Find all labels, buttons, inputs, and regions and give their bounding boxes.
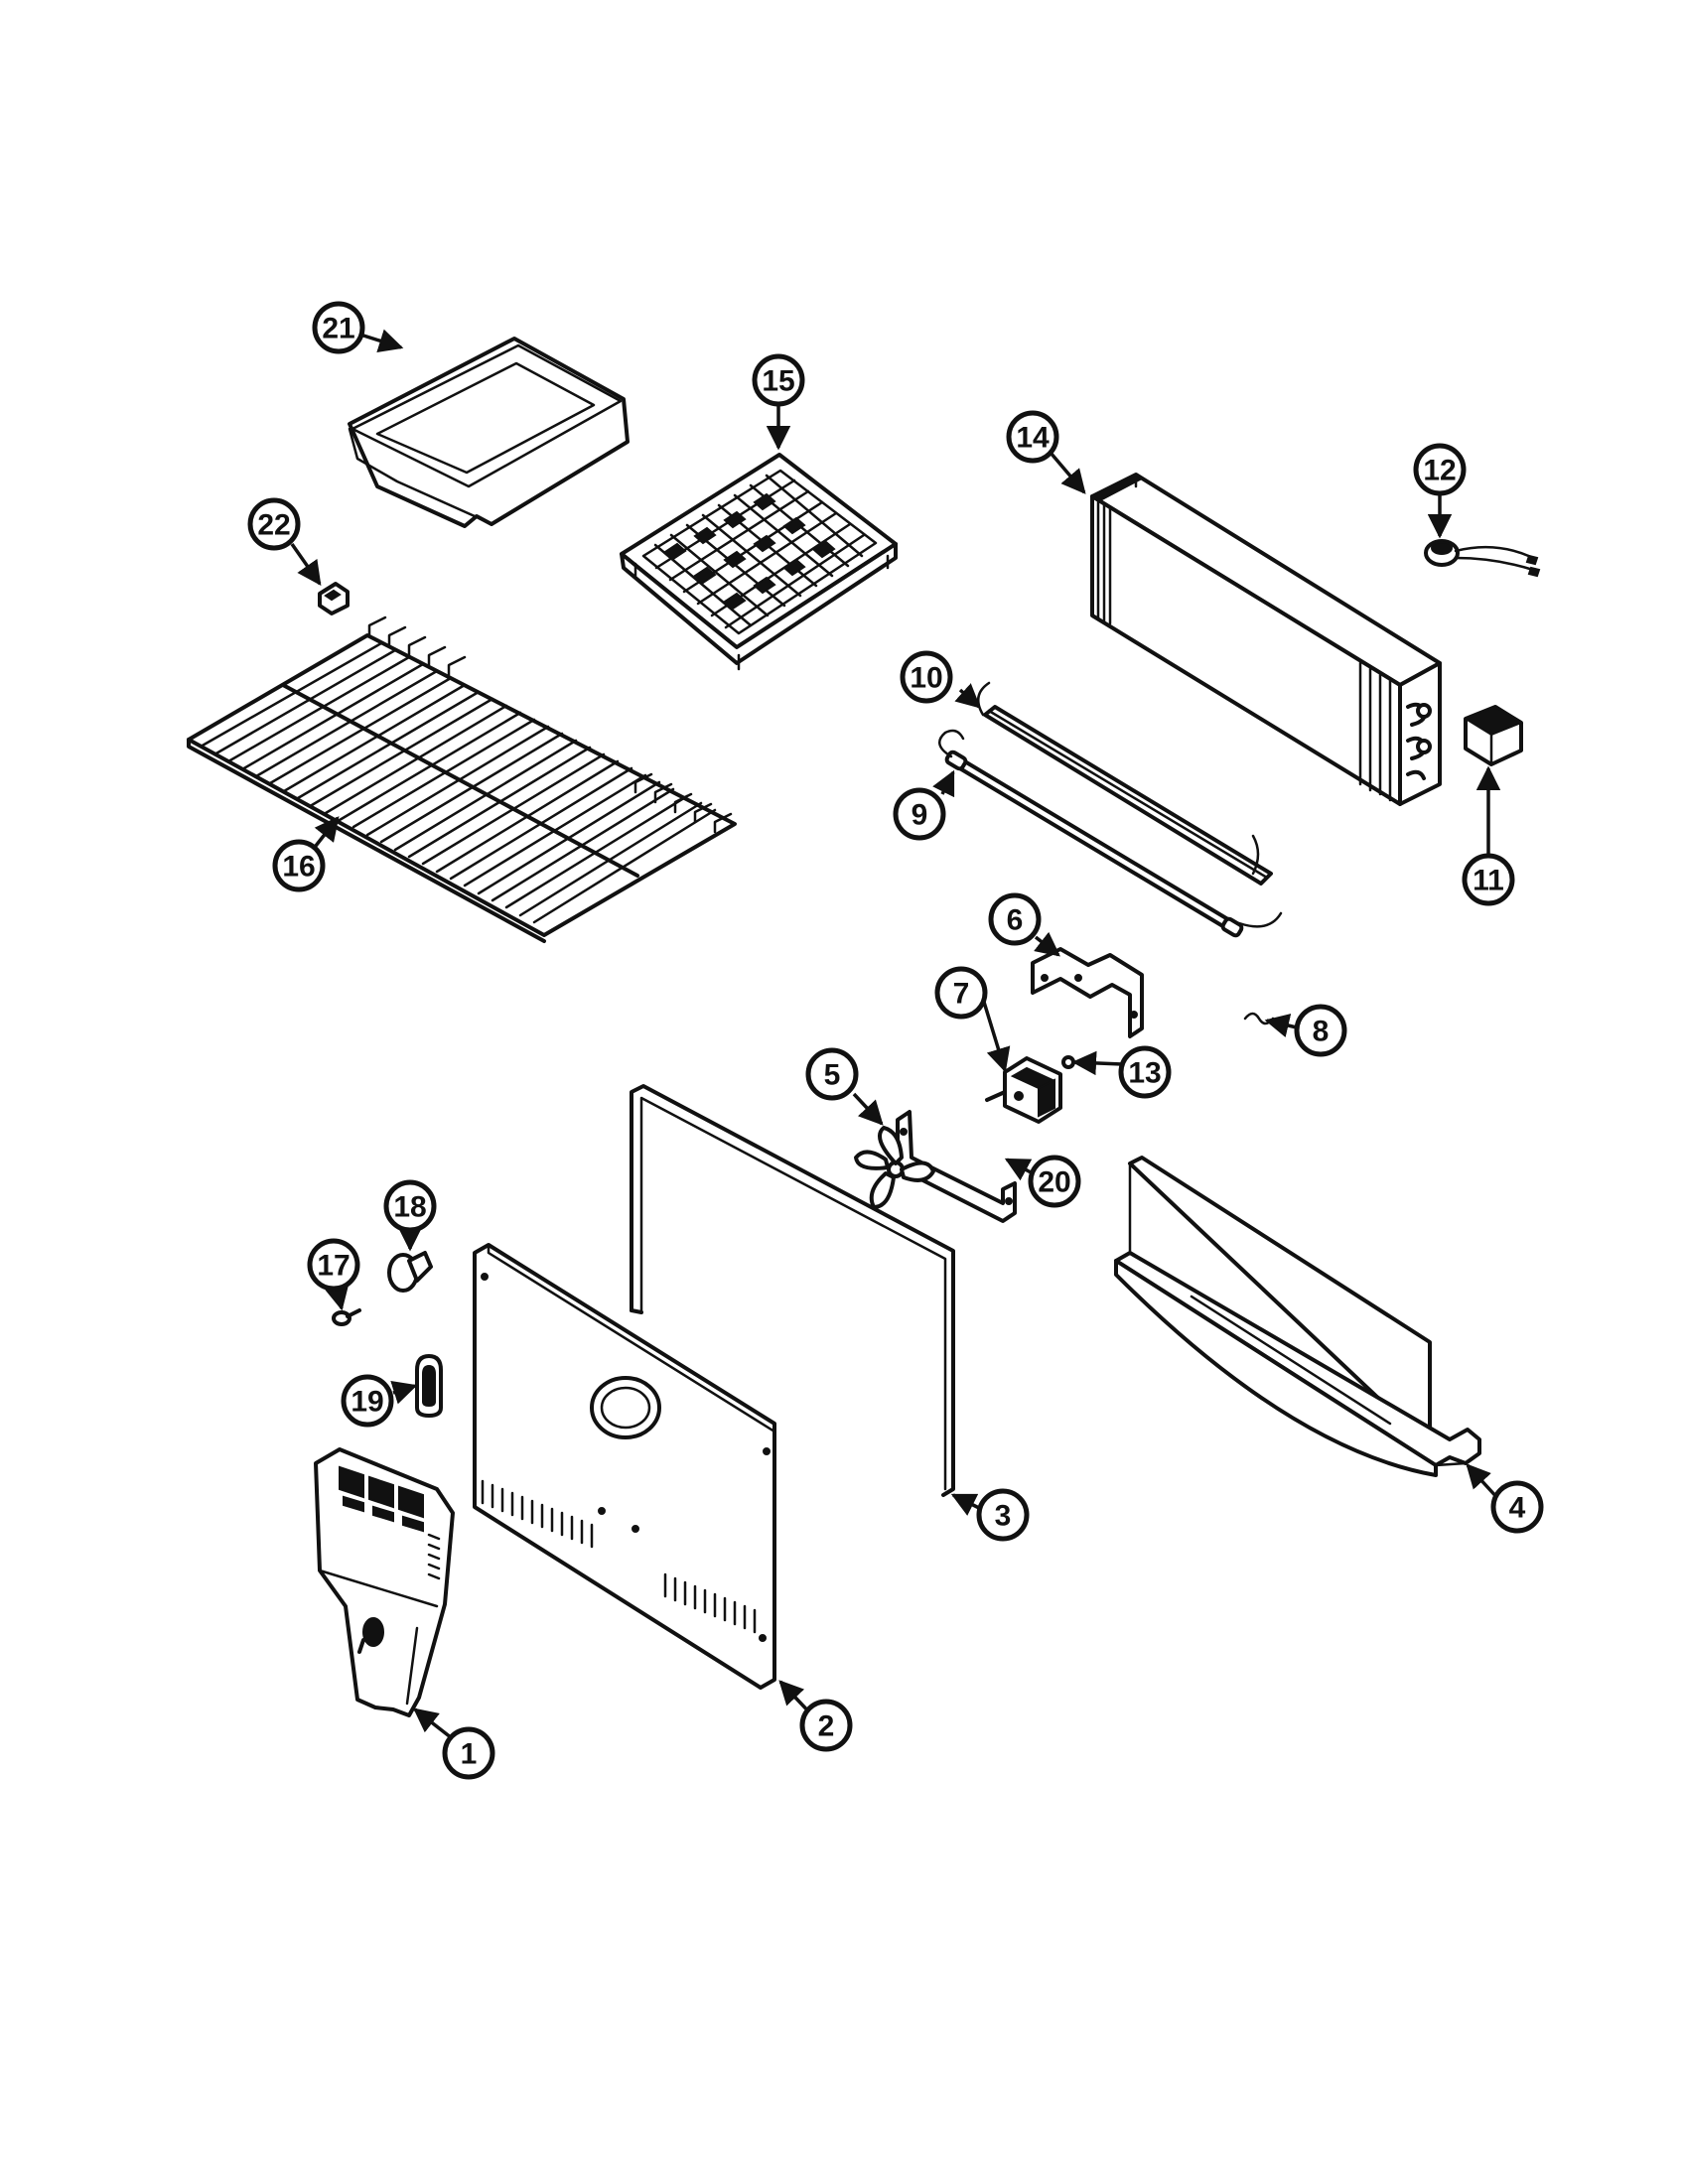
- callout-6-label: 6: [1007, 904, 1024, 937]
- part-11-terminal-block: [1463, 705, 1524, 766]
- callout-11-label: 11: [1473, 865, 1504, 897]
- callout-17-label: 17: [317, 1250, 350, 1283]
- callout-15-label: 15: [762, 365, 794, 398]
- callout-10: 10: [900, 650, 953, 704]
- part-6-bracket: [1031, 947, 1144, 1038]
- callout-7: 7: [934, 966, 988, 1020]
- part-15-ice-cube-tray: [620, 453, 898, 671]
- leader-lines: [290, 329, 1501, 1754]
- callout-10-label: 10: [910, 662, 942, 695]
- callout-4: 4: [1490, 1480, 1544, 1534]
- callout-14: 14: [1006, 410, 1059, 464]
- part-21-ice-bin: [348, 337, 630, 528]
- part-9-heater-element: [938, 729, 1283, 938]
- callout-1-label: 1: [461, 1738, 478, 1771]
- callout-3-label: 3: [995, 1500, 1012, 1533]
- callout-11: 11: [1462, 853, 1515, 906]
- callout-12: 12: [1413, 443, 1467, 496]
- callout-18: 18: [383, 1179, 437, 1233]
- part-3-gasket: [630, 1084, 955, 1497]
- part-13-screw: [1061, 1055, 1075, 1069]
- part-12-defrost-thermostat: [1424, 539, 1541, 578]
- callout-8-label: 8: [1313, 1016, 1330, 1048]
- part-10-defrost-heater: [976, 681, 1273, 886]
- part-22-shelf-clip: [318, 582, 350, 615]
- callout-13: 13: [1118, 1045, 1172, 1099]
- callout-18-label: 18: [393, 1191, 426, 1224]
- part-2-back-panel: [473, 1243, 776, 1690]
- part-1-control-housing: [314, 1447, 455, 1717]
- part-4-drain-trough: [1114, 1156, 1481, 1477]
- part-18-knob: [387, 1251, 433, 1293]
- callout-6: 6: [988, 892, 1042, 946]
- callout-21: 21: [312, 301, 365, 354]
- part-5-fan-blade: [854, 1126, 935, 1209]
- callout-4-label: 4: [1509, 1492, 1526, 1525]
- callout-5-label: 5: [824, 1059, 841, 1092]
- callout-12-label: 12: [1423, 455, 1456, 487]
- part-16-wire-shelf: [187, 615, 737, 943]
- part-19-light-shield: [415, 1354, 443, 1418]
- callout-16-label: 16: [282, 851, 315, 884]
- callout-9-label: 9: [912, 799, 928, 832]
- callout-17: 17: [307, 1238, 360, 1292]
- callout-1: 1: [442, 1726, 495, 1780]
- callout-21-label: 21: [322, 313, 354, 345]
- callout-16: 16: [272, 839, 326, 892]
- part-14-evaporator: [1089, 473, 1442, 806]
- callout-22: 22: [247, 497, 301, 551]
- callout-2: 2: [799, 1699, 853, 1752]
- callout-2-label: 2: [818, 1710, 835, 1743]
- callout-5: 5: [805, 1047, 859, 1101]
- callout-19: 19: [341, 1374, 394, 1428]
- callout-9: 9: [893, 787, 946, 841]
- callout-20: 20: [1028, 1155, 1081, 1208]
- callout-8: 8: [1294, 1004, 1347, 1057]
- callout-13-label: 13: [1128, 1057, 1161, 1090]
- callout-20-label: 20: [1038, 1166, 1070, 1199]
- callout-22-label: 22: [257, 509, 290, 542]
- part-17-screw: [332, 1308, 361, 1326]
- part-7-fan-motor: [985, 1056, 1062, 1124]
- callout-14-label: 14: [1016, 422, 1050, 455]
- callout-3: 3: [976, 1488, 1030, 1542]
- callout-15: 15: [752, 353, 805, 407]
- callout-19-label: 19: [351, 1386, 383, 1419]
- callout-7-label: 7: [953, 978, 970, 1011]
